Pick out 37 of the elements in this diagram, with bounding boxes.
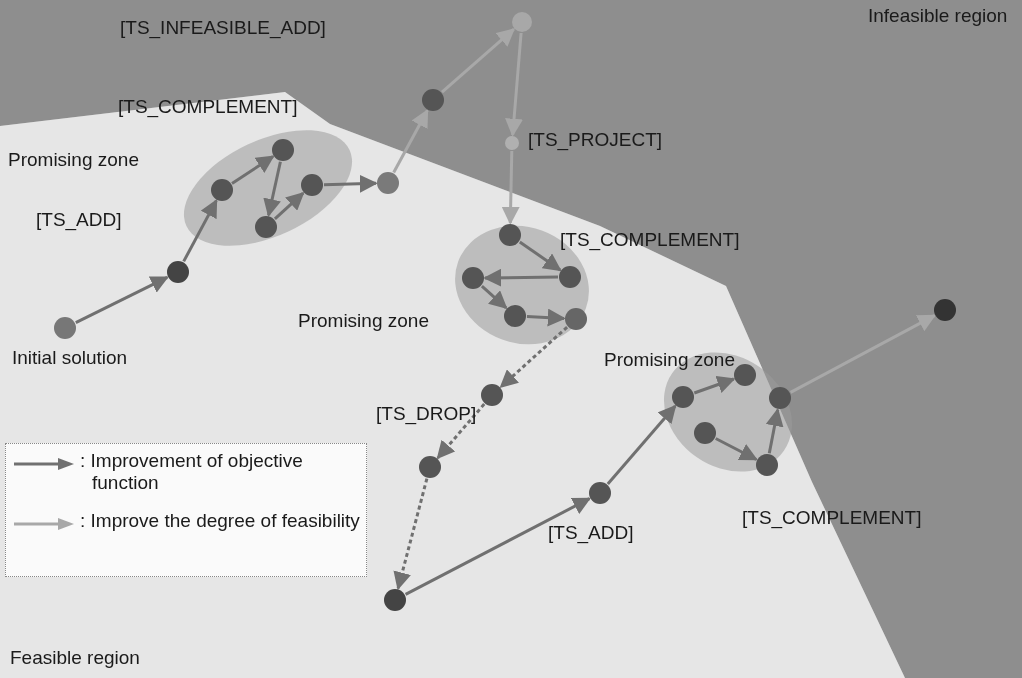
- arrow: [273, 191, 305, 220]
- arrow: [480, 285, 508, 310]
- arrow: [501, 150, 520, 225]
- arrow: [392, 108, 429, 174]
- operation-label: [TS_ADD]: [36, 210, 122, 231]
- zone-label: Promising zone: [298, 311, 429, 332]
- region-label: Feasible region: [10, 648, 140, 669]
- zone-label: Promising zone: [604, 350, 735, 371]
- arrow: [505, 32, 523, 137]
- legend-label: : Improve the degree of feasibility: [80, 510, 361, 532]
- legend-label: : Improvement of objective function: [80, 450, 304, 494]
- operation-label: [TS_ADD]: [548, 523, 634, 544]
- arrow: [483, 268, 558, 287]
- operation-label: [TS_INFEASIBLE_ADD]: [120, 18, 326, 39]
- arrow: [231, 155, 275, 185]
- arrow: [499, 326, 569, 389]
- arrow: [518, 240, 562, 272]
- arrow: [263, 161, 282, 218]
- zone-label: Promising zone: [8, 150, 139, 171]
- arrow: [182, 199, 218, 263]
- arrow: [393, 478, 429, 591]
- arrow: [789, 314, 936, 394]
- arrow: [715, 437, 758, 461]
- arrow: [765, 408, 784, 454]
- arrow: [526, 308, 566, 327]
- arrow: [693, 375, 736, 395]
- arrow: [323, 174, 378, 193]
- arrow: [75, 275, 169, 325]
- operation-label: Initial solution: [12, 348, 128, 369]
- operation-label: [TS_COMPLEMENT]: [118, 97, 298, 118]
- arrow: [606, 404, 677, 485]
- operation-label: [TS_PROJECT]: [528, 130, 663, 151]
- region-label: Infeasible region: [868, 6, 1008, 27]
- operation-label: [TS_DROP]: [376, 404, 477, 425]
- arrow: [404, 497, 591, 596]
- arrow: [436, 403, 486, 460]
- arrow: [441, 28, 516, 94]
